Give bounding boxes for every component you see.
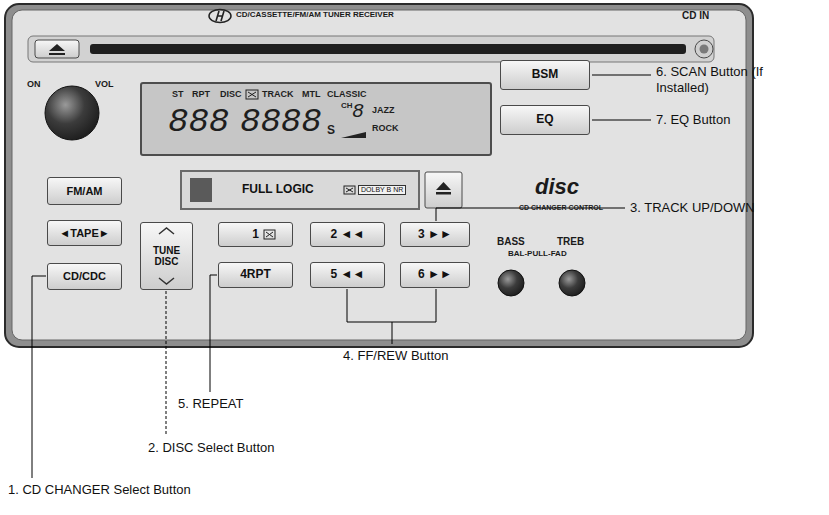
display-text: CLASSIC xyxy=(327,90,367,100)
button-label: 5 ◄◄ xyxy=(331,268,365,281)
band-button: FM/AM xyxy=(47,177,122,205)
bass-knob xyxy=(498,270,524,296)
cd-eject-button xyxy=(35,40,79,58)
leader-lines xyxy=(32,75,651,478)
leader-line xyxy=(210,275,217,392)
button-label: 2 ◄◄ xyxy=(331,228,365,241)
button-label: ◄TAPE► xyxy=(59,227,109,239)
display-text: 8 xyxy=(352,101,364,123)
door-text: DOLBY B NR xyxy=(358,185,406,195)
level-indicator xyxy=(341,132,366,138)
eq-button: EQ xyxy=(500,105,590,135)
disc-icon xyxy=(248,92,256,97)
preset-button: 2 ◄◄ xyxy=(310,222,385,247)
panel-label: BASS xyxy=(497,236,525,248)
treble-knob xyxy=(559,270,585,296)
display-text: 888 xyxy=(168,104,229,141)
brand-logo xyxy=(209,10,231,23)
callout-text: 6. SCAN Button (If Installed) xyxy=(656,64,768,95)
button-label: TUNE DISC xyxy=(147,245,187,267)
slot-bezel xyxy=(28,36,714,62)
button-label: FM/AM xyxy=(66,185,102,197)
dolby-icon xyxy=(344,186,355,194)
preset-button: 1 xyxy=(218,222,293,247)
display-text: DISC xyxy=(220,90,242,100)
leader-line xyxy=(592,120,651,121)
display-text: ROCK xyxy=(372,124,399,134)
faceplate xyxy=(12,10,746,340)
callout-text: 7. EQ Button xyxy=(656,112,730,128)
display-text: JAZZ xyxy=(372,106,395,116)
display-text: 8888 xyxy=(240,104,322,141)
display-text: RPT xyxy=(192,90,210,100)
panel-label: CD/CASSETTE/FM/AM TUNER RECEIVER xyxy=(236,10,394,20)
display-text: MTL xyxy=(302,90,321,100)
callout-text: 2. DISC Select Button xyxy=(148,440,274,456)
panel-label: BAL-PULL-FAD xyxy=(508,249,567,259)
dolby-icon xyxy=(346,188,353,192)
tape-button: ◄TAPE► xyxy=(47,220,122,246)
button-label: BSM xyxy=(532,68,559,81)
cd-in-lamp xyxy=(695,40,713,58)
button-label: EQ xyxy=(536,113,553,126)
callout-text: 5. REPEAT xyxy=(178,396,244,412)
scan-button: BSM xyxy=(500,60,590,90)
tape-eject-button xyxy=(425,172,462,208)
display-text: CH xyxy=(341,102,353,111)
tune-disc-button: TUNE DISC xyxy=(140,222,193,290)
panel-label: VOL xyxy=(95,79,114,90)
leader-bracket xyxy=(347,289,436,344)
cd-slot xyxy=(90,44,686,54)
dolby-icon xyxy=(266,232,273,237)
panel-label: TREB xyxy=(557,236,584,248)
disc-icon xyxy=(246,90,258,99)
cd-in-lamp-center xyxy=(700,45,709,54)
brand-logo-text: disc xyxy=(535,176,579,198)
leader-line xyxy=(32,276,46,478)
preset-button: 4RPT xyxy=(218,262,293,288)
eject-symbol xyxy=(436,182,451,195)
callout-text: 1. CD CHANGER Select Button xyxy=(8,482,191,498)
panel-label: CD CHANGER CONTROL xyxy=(519,204,603,212)
button-label: 3 ►► xyxy=(418,228,452,241)
preset-button: 5 ◄◄ xyxy=(310,262,385,288)
panel-label: ON xyxy=(27,79,41,90)
button-label: CD/CDC xyxy=(63,270,106,282)
display-text: TRACK xyxy=(262,90,294,100)
button-label: 6 ►► xyxy=(418,268,452,281)
door-text: FULL LOGIC xyxy=(242,183,314,196)
display-text: S xyxy=(327,124,335,137)
cd-changer-button: CD/CDC xyxy=(47,263,122,290)
button-label: 1 xyxy=(252,228,259,241)
panel-label: CD IN xyxy=(682,10,709,22)
lcd-display: STRPTDISCTRACKMTLCLASSIC8888888SCH8JAZZR… xyxy=(140,82,492,156)
preset-button: 6 ►► xyxy=(400,262,470,288)
housing xyxy=(5,4,753,347)
preset-button: 3 ►► xyxy=(400,222,470,247)
callout-text: 3. TRACK UP/DOWN xyxy=(630,200,755,216)
button-label: 4RPT xyxy=(240,268,271,281)
leader-line xyxy=(166,291,167,436)
volume-knob xyxy=(45,86,99,140)
brand-logo-mark xyxy=(216,11,224,21)
callout-text: 4. FF/REW Button xyxy=(343,348,448,364)
cassette-door: FULL LOGIC DOLBY B NR xyxy=(180,170,420,210)
leader-line xyxy=(592,75,651,76)
dolby-icon xyxy=(264,230,275,239)
display-text: ST xyxy=(172,90,184,100)
tape-window xyxy=(190,178,212,202)
eject-symbol xyxy=(49,44,65,55)
